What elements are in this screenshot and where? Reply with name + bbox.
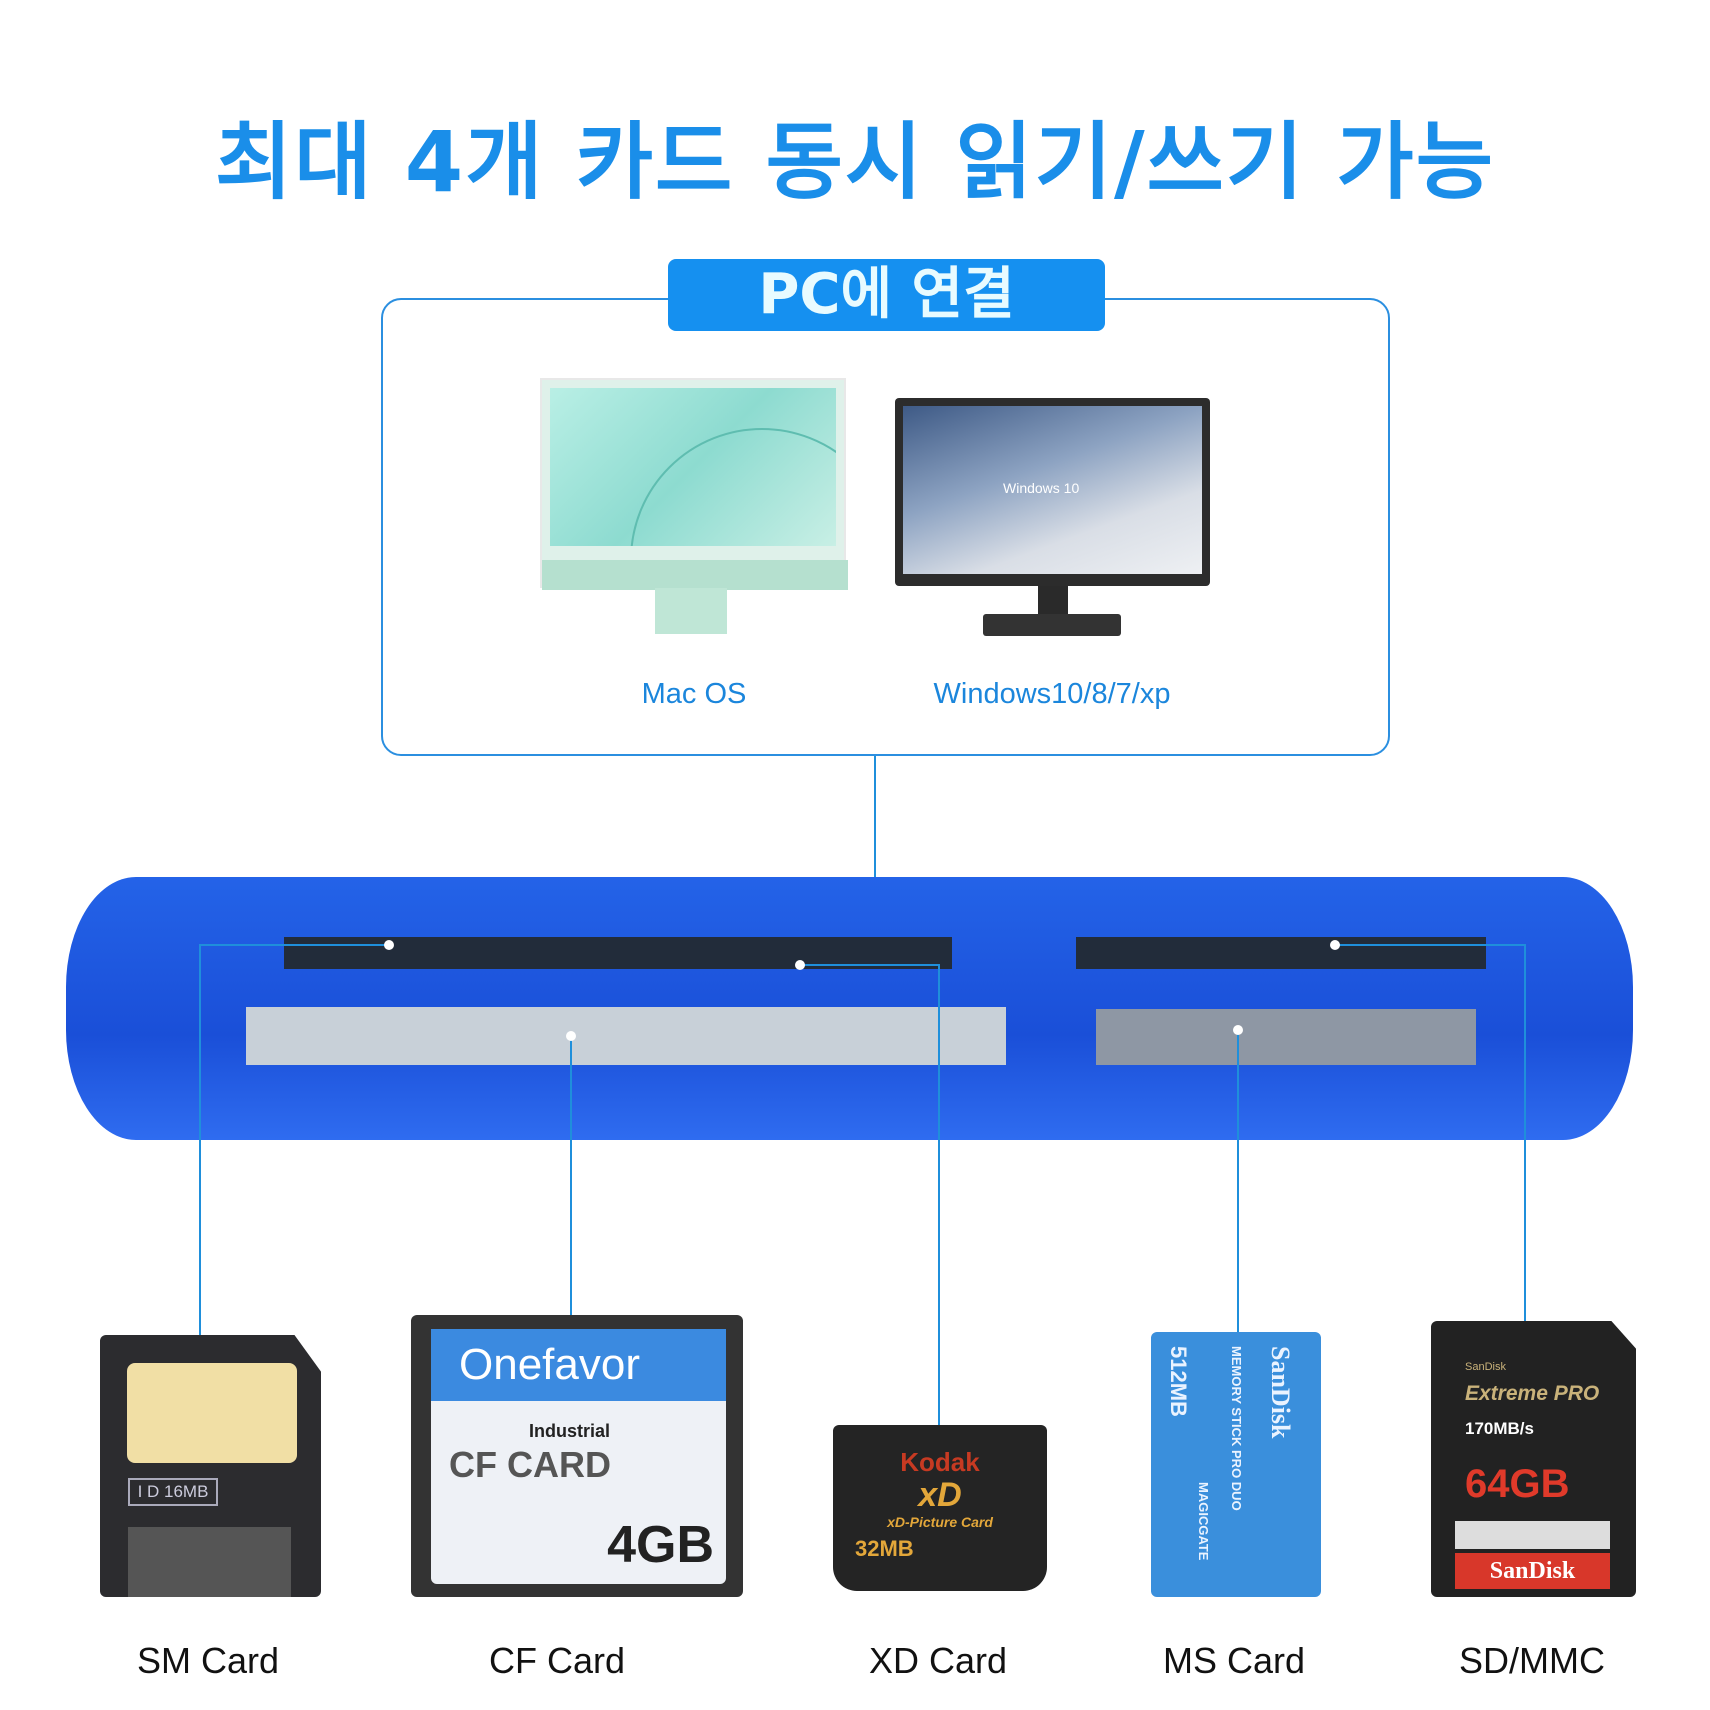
xd-leader-line <box>938 964 940 1425</box>
connector-line <box>874 756 876 877</box>
cf-slot <box>246 1007 1006 1065</box>
ms-type: MEMORY STICK PRO DUO <box>1229 1346 1244 1511</box>
card-reader-image <box>66 877 1633 1140</box>
cf-leader-line <box>570 1036 572 1315</box>
sd-line: Extreme PRO <box>1465 1382 1600 1405</box>
sm-card-print: I D 16MB <box>128 1478 218 1506</box>
sd-card-image: SanDisk Extreme PRO 170MB/s 64GB SanDisk <box>1431 1321 1636 1597</box>
headline: 최대 4개 카드 동시 읽기/쓰기 가능 <box>215 113 1495 211</box>
xd-brand: Kodak <box>900 1447 980 1477</box>
mac-os-label: Mac OS <box>641 678 747 710</box>
ms-capacity: 512MB <box>1166 1346 1191 1417</box>
ms-leader-line <box>1237 1030 1239 1332</box>
cf-brand: Onefavor <box>431 1329 726 1401</box>
ms-slot <box>1096 1009 1476 1065</box>
xd-card-image: Kodak xD xD-Picture Card 32MB <box>833 1425 1047 1591</box>
xd-leader-line <box>800 964 940 966</box>
cf-card-label: CF Card <box>488 1640 626 1681</box>
ms-brand: SanDisk <box>1266 1346 1295 1439</box>
sd-card-label: SD/MMC <box>1459 1640 1605 1681</box>
sm-leader-line <box>199 944 201 1335</box>
ms-card-label: MS Card <box>1162 1640 1306 1681</box>
cf-capacity: 4GB <box>607 1516 714 1574</box>
cf-leader-dot <box>566 1031 576 1041</box>
sm-leader-dot <box>384 940 394 950</box>
sd-leader-line <box>1335 944 1526 946</box>
windows-monitor-image: Windows 10 <box>895 398 1210 638</box>
xd-logo: xD <box>918 1476 962 1514</box>
sd-slot <box>1076 937 1486 969</box>
sd-maker: SanDisk <box>1465 1361 1506 1373</box>
imac-image <box>540 378 848 636</box>
windows-screen-text: Windows 10 <box>1003 480 1080 496</box>
connect-label: PC에 연결 <box>668 259 1105 331</box>
cf-type: CF CARD <box>449 1444 611 1485</box>
sm-leader-line <box>199 944 389 946</box>
sm-xd-slot <box>284 937 952 969</box>
sd-leader-line <box>1524 944 1526 1321</box>
sd-speed: 170MB/s <box>1465 1419 1534 1438</box>
cf-type-small: Industrial <box>529 1421 611 1441</box>
ms-gate: MAGICGATE <box>1196 1482 1211 1561</box>
sd-brand: SanDisk <box>1455 1553 1610 1589</box>
sd-leader-dot <box>1330 940 1340 950</box>
ms-card-image: 512MB MAGICGATE MEMORY STICK PRO DUO San… <box>1151 1332 1321 1597</box>
ms-leader-dot <box>1233 1025 1243 1035</box>
cf-card-image: Onefavor Industrial CF CARD 4GB <box>411 1315 743 1597</box>
windows-label: Windows10/8/7/xp <box>933 678 1171 710</box>
xd-card-label: XD Card <box>868 1640 1008 1681</box>
xd-leader-dot <box>795 960 805 970</box>
xd-sub: xD-Picture Card <box>887 1514 993 1530</box>
sd-capacity: 64GB <box>1465 1462 1570 1506</box>
sm-card-label: SM Card <box>136 1640 280 1681</box>
sm-card-image: I D 16MB <box>100 1335 321 1597</box>
xd-capacity: 32MB <box>855 1536 914 1561</box>
